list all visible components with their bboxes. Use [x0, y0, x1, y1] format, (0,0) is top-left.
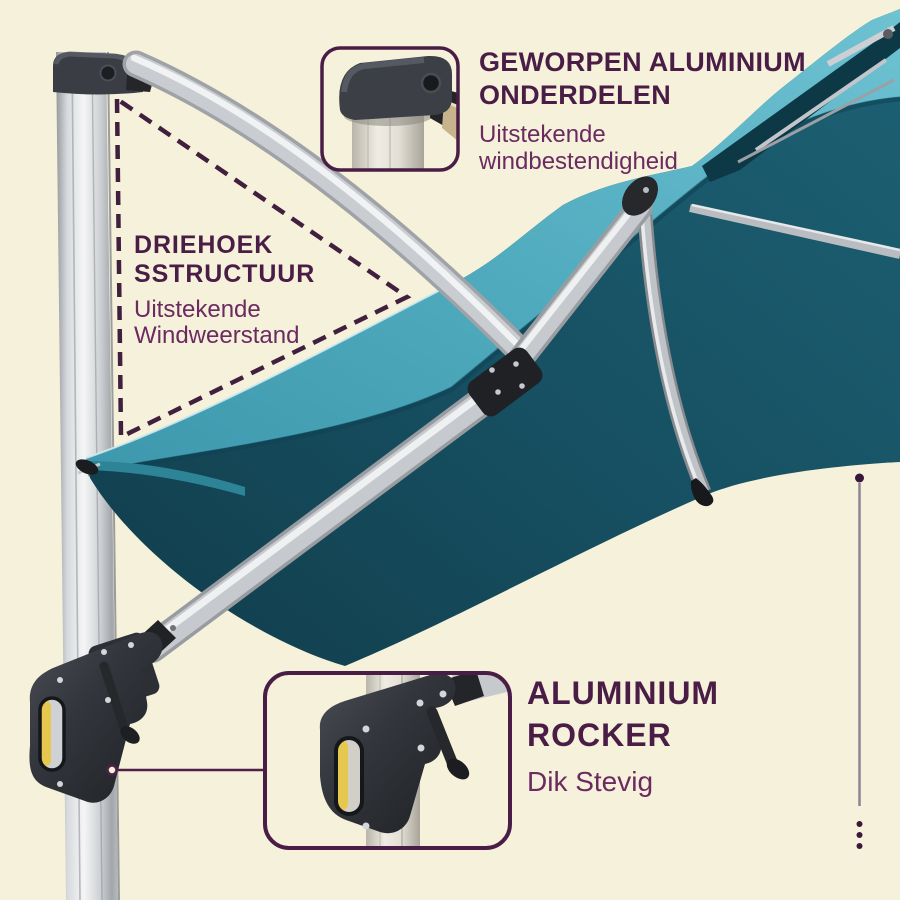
- canopy-rib-center: [637, 214, 714, 507]
- detail-box-cast-aluminum: [320, 46, 460, 172]
- detail-cap: [339, 55, 452, 121]
- crank-icon: [99, 661, 140, 744]
- rocker-handle: [29, 620, 176, 803]
- detail-arm-clamp2: [444, 673, 484, 706]
- canopy-hub: [622, 176, 658, 216]
- annotation-triangle-structure: DRIEHOEK SSTRUCTUUR Uitstekende Windweer…: [134, 231, 315, 349]
- detail-arm-beige: [442, 100, 458, 146]
- annotation-title-line: ONDERDELEN: [479, 80, 672, 110]
- rib-tip-left: [75, 459, 101, 475]
- annotation-title-line: ROCKER: [527, 717, 672, 753]
- annotation-title-line: ALUMINIUM: [527, 675, 720, 711]
- annotation-title-line: SSTRUCTUUR: [134, 260, 316, 288]
- rib-tip: [690, 478, 714, 507]
- annotation-cast-aluminum: GEWORPEN ALUMINIUM ONDERDELEN Uitstekend…: [479, 46, 806, 175]
- annotation-title-line: DRIEHOEK: [134, 231, 274, 259]
- yellow-accent: [41, 701, 51, 766]
- annotation-subtitle-line: Windweerstand: [134, 322, 300, 349]
- cantilever-arm: [137, 370, 519, 663]
- crank-icon-detail: [426, 706, 470, 780]
- wind-vent: [702, 22, 900, 182]
- annotation-subtitle-line: Uitstekende: [134, 296, 261, 323]
- arm-joint: [467, 347, 543, 417]
- detail-box-rocker: [263, 671, 512, 850]
- support-arm-curved: [122, 50, 533, 364]
- annotation-rocker: ALUMINIUM ROCKER Dik Stevig: [527, 672, 719, 797]
- annotation-subtitle-line: Uitstekende: [479, 121, 606, 148]
- annotation-subtitle-line: windbestendigheid: [479, 148, 678, 175]
- triangle-outline: [114, 94, 412, 441]
- guide-line: [855, 473, 864, 806]
- annotation-title-line: GEWORPEN ALUMINIUM: [479, 47, 806, 77]
- yellow-accent-detail: [337, 741, 348, 810]
- ellipsis-dots: [856, 821, 863, 849]
- connector-line: [106, 764, 263, 776]
- canopy-rib-far: [689, 203, 900, 259]
- annotation-subtitle-line: Dik Stevig: [527, 766, 654, 797]
- canopy-edge-sliver: [87, 461, 245, 496]
